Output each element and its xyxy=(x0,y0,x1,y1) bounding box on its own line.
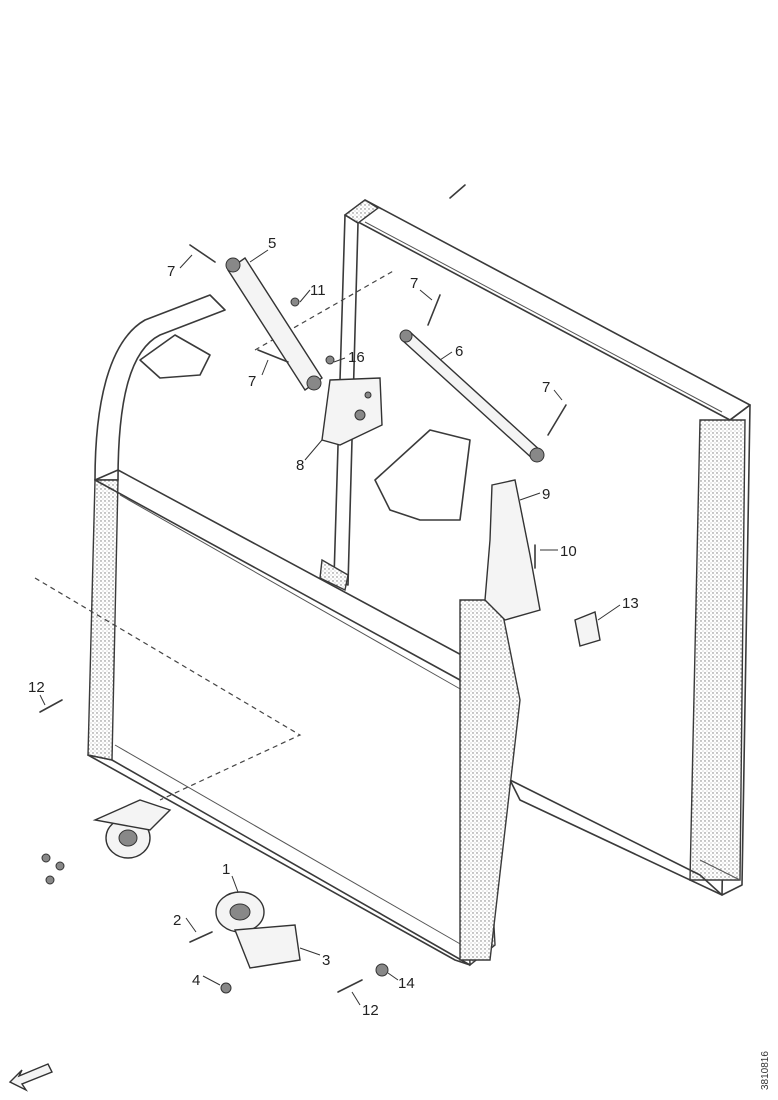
callout-labels: 1 2 3 4 5 6 7 7 7 7 8 9 10 11 12 12 13 1… xyxy=(28,235,639,1019)
callout-16: 16 xyxy=(348,349,365,366)
callout-12b: 12 xyxy=(362,1002,379,1019)
bracket-part-9 xyxy=(374,429,541,621)
rear-radiator xyxy=(319,199,751,896)
callout-2: 2 xyxy=(173,912,181,929)
front-direction-arrow-icon xyxy=(8,1063,53,1092)
callout-4: 4 xyxy=(192,972,200,989)
clip-part-13 xyxy=(574,611,601,647)
leader-lines xyxy=(39,249,621,1006)
front-condenser xyxy=(87,294,521,967)
callout-13: 13 xyxy=(622,595,639,612)
callout-7a: 7 xyxy=(167,263,175,280)
callout-10: 10 xyxy=(560,543,577,560)
mount-part-1 xyxy=(215,891,301,969)
assembly-lines xyxy=(34,269,396,801)
mount-left xyxy=(92,799,172,859)
callout-7c: 7 xyxy=(410,275,418,292)
callout-14: 14 xyxy=(398,975,415,992)
callout-12a: 12 xyxy=(28,679,45,696)
strut-part-5 xyxy=(225,257,323,391)
reference-code: 3810816 xyxy=(760,1051,771,1090)
callout-8: 8 xyxy=(296,457,304,474)
callout-1: 1 xyxy=(222,861,230,878)
callout-3: 3 xyxy=(322,952,330,969)
callout-7b: 7 xyxy=(248,373,256,390)
bracket-part-8 xyxy=(321,377,383,446)
fasteners xyxy=(39,184,567,994)
callout-11: 11 xyxy=(310,282,326,299)
callout-7d: 7 xyxy=(542,379,550,396)
callout-6: 6 xyxy=(455,343,463,360)
strut-part-6 xyxy=(399,329,545,463)
callout-9: 9 xyxy=(542,486,550,503)
callout-5: 5 xyxy=(268,235,276,252)
